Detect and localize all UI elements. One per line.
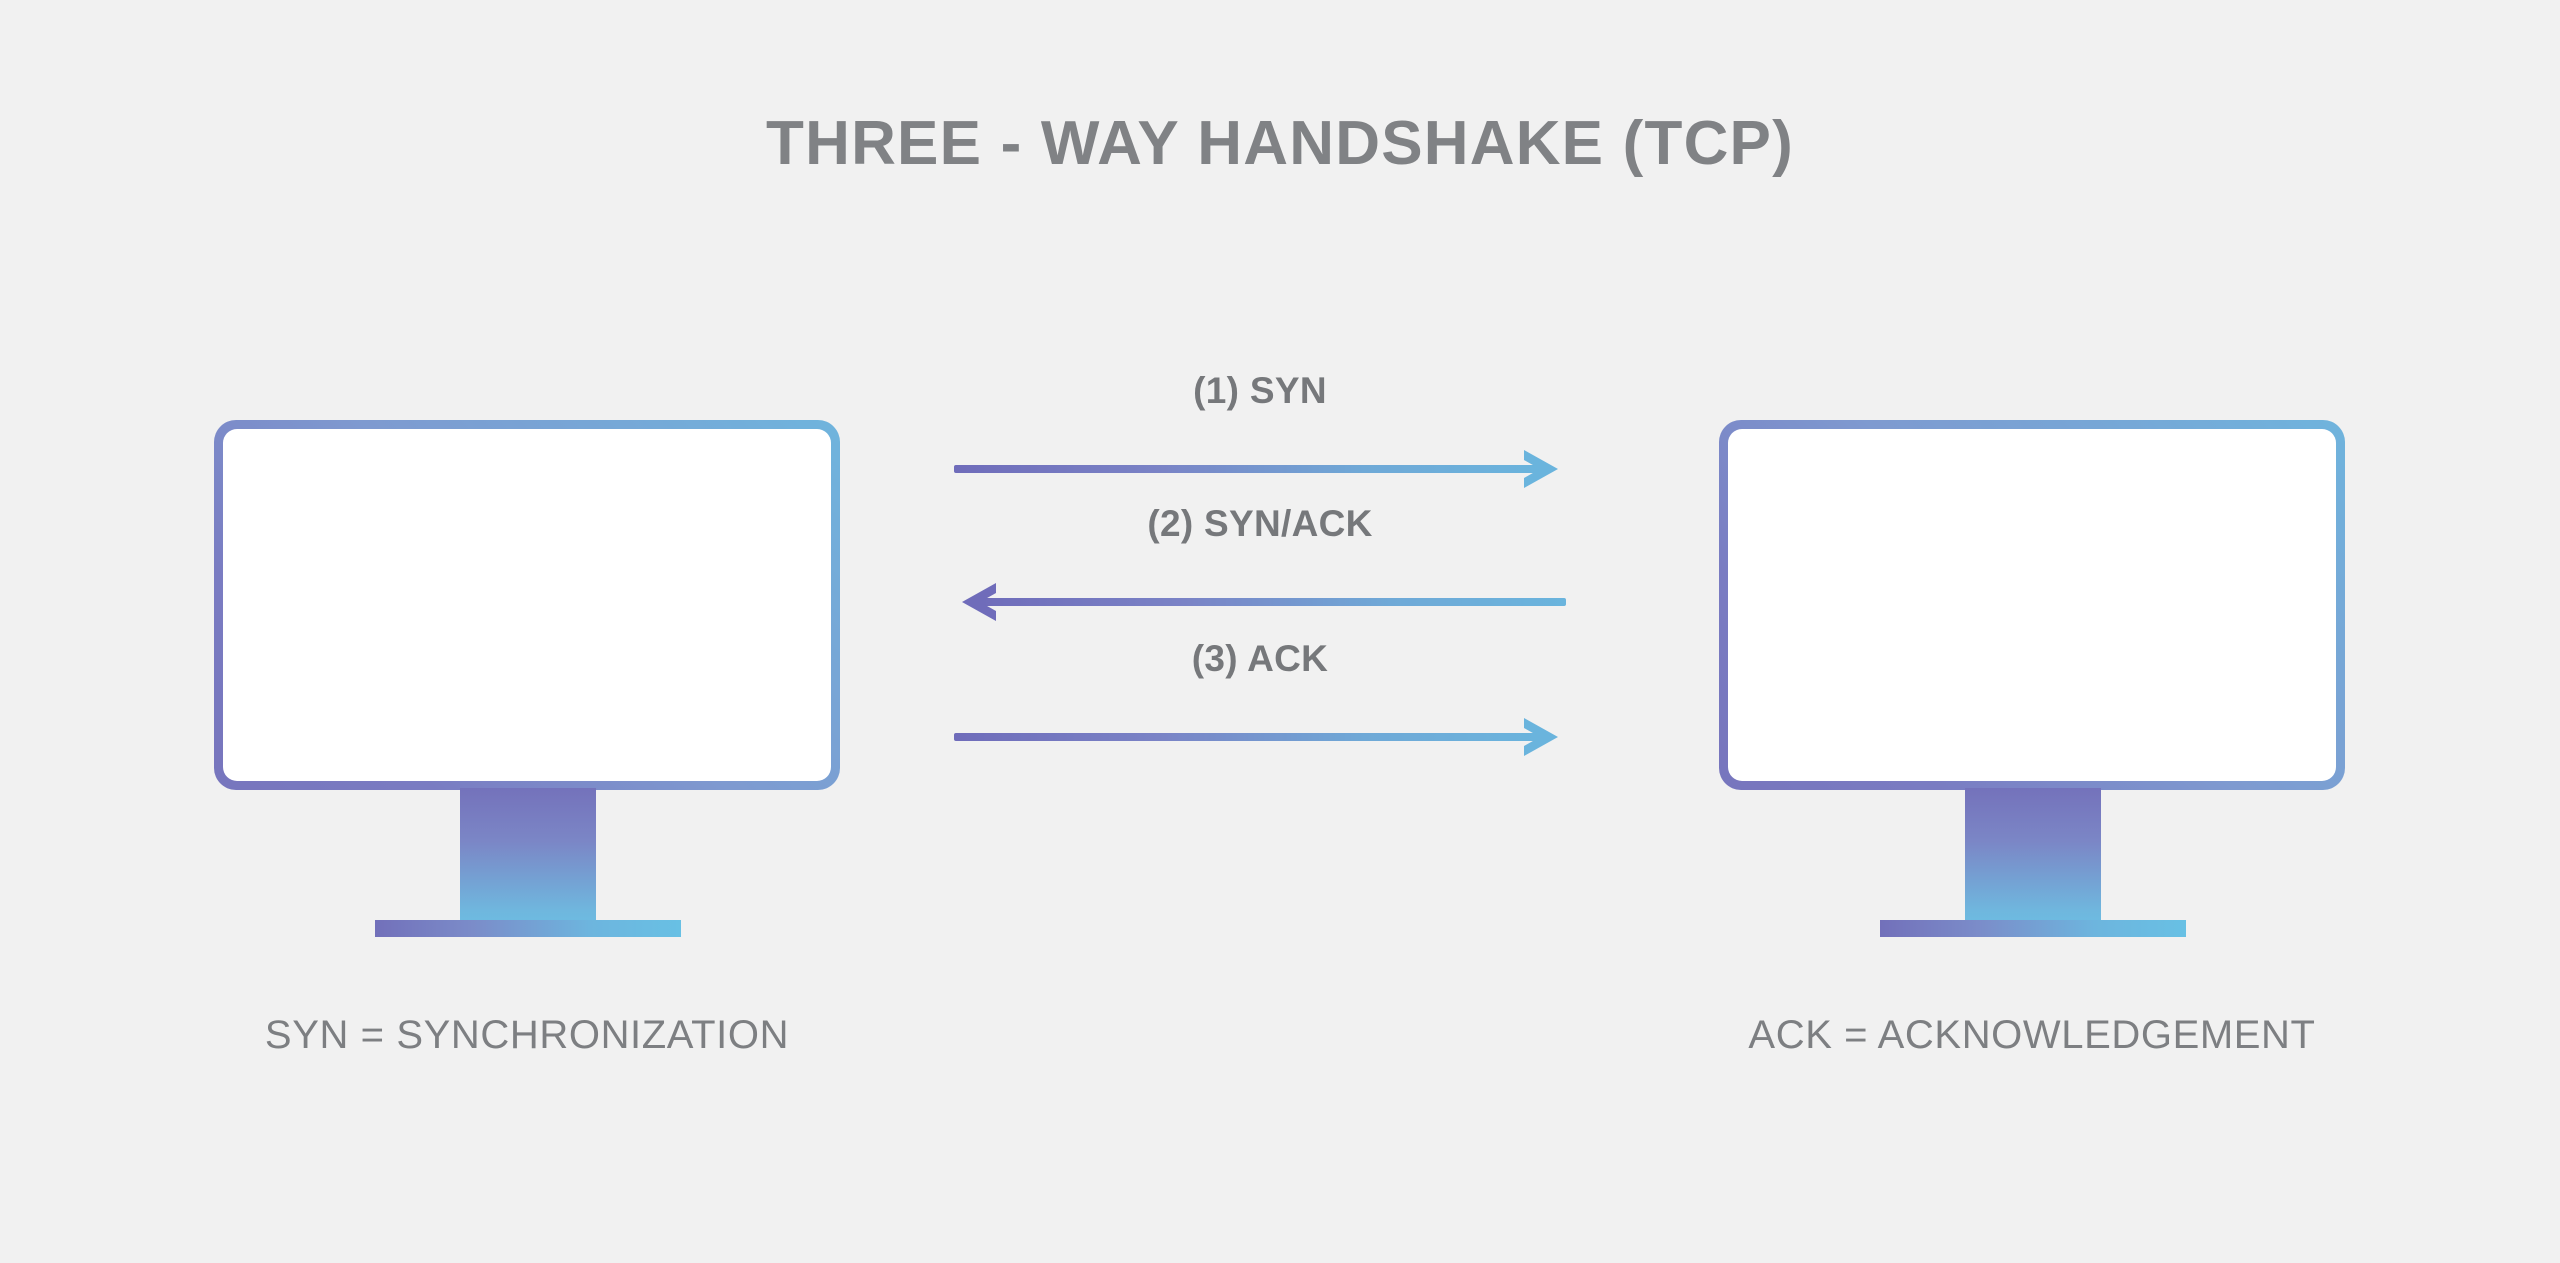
message-row-2: (2) SYN/ACK <box>950 503 1570 623</box>
arrow-right-icon <box>954 716 1566 758</box>
message-label-2: (2) SYN/ACK <box>1147 503 1373 544</box>
caption-server: ACK = ACKNOWLEDGEMENT <box>1748 1013 2316 1057</box>
monitor-base <box>1880 920 2186 937</box>
monitor-neck <box>1965 788 2101 928</box>
arrow-right-icon <box>954 448 1566 490</box>
message-label-3: (3) ACK <box>1191 638 1329 679</box>
monitor-icon <box>1719 420 2345 790</box>
caption-client: SYN = SYNCHRONIZATION <box>264 1013 790 1057</box>
monitor-neck <box>460 788 596 928</box>
monitor-base <box>375 920 681 937</box>
node-server-monitor <box>1719 420 2345 937</box>
message-row-1: (1) SYN <box>950 370 1570 490</box>
monitor-screen <box>1728 429 2336 781</box>
page-title: THREE - WAY HANDSHAKE (TCP) <box>766 109 1794 178</box>
message-row-3: (3) ACK <box>950 638 1570 758</box>
monitor-screen <box>223 429 831 781</box>
node-client-monitor <box>214 420 840 937</box>
message-label-1: (1) SYN <box>1193 370 1327 411</box>
arrow-left-icon <box>954 581 1566 623</box>
monitor-icon <box>214 420 840 790</box>
